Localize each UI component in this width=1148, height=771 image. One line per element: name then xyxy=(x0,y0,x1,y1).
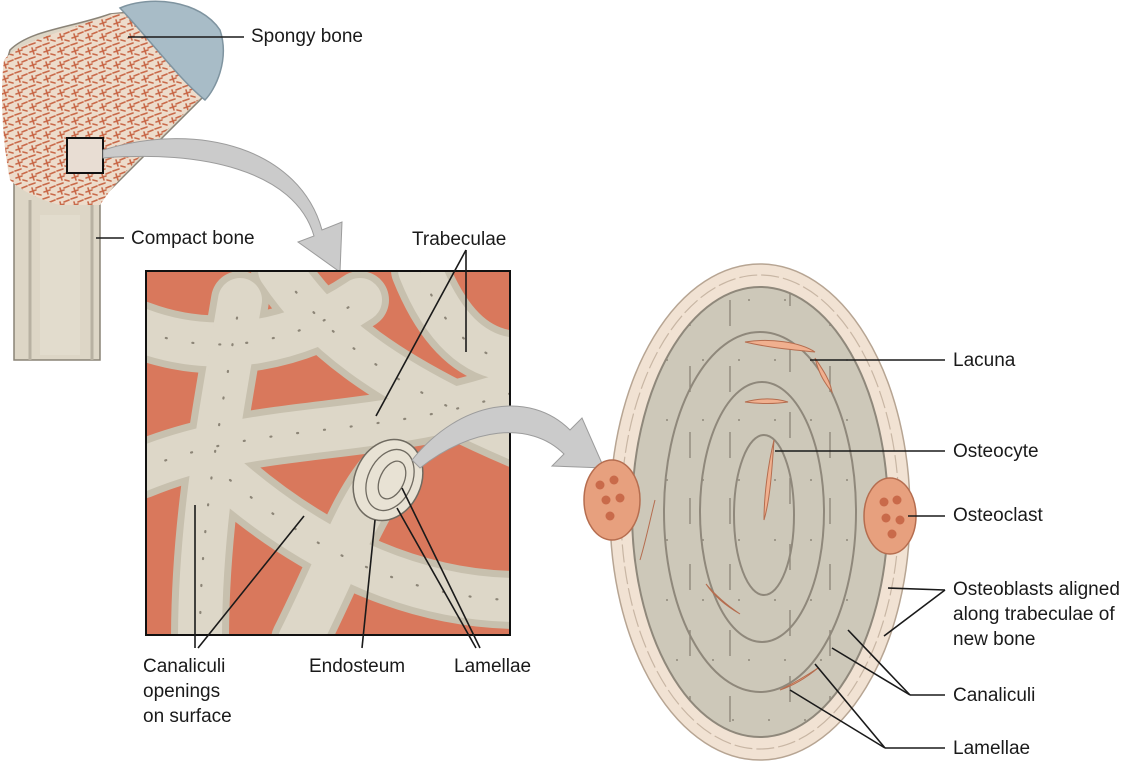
label-osteoblasts: Osteoblasts aligned along trabeculae of … xyxy=(953,579,1120,650)
label-trabeculae: Trabeculae xyxy=(412,229,507,250)
label-lamellae-right: Lamellae xyxy=(953,738,1031,759)
label-lamellae-left: Lamellae xyxy=(454,656,532,677)
label-lacuna: Lacuna xyxy=(953,350,1016,371)
leader-lines xyxy=(96,36,946,749)
label-compact-bone: Compact bone xyxy=(131,228,255,249)
trabecula-detail xyxy=(583,263,917,761)
trabecula-cross-section xyxy=(352,438,424,522)
label-osteocyte: Osteocyte xyxy=(953,441,1039,462)
label-endosteum: Endosteum xyxy=(309,656,406,677)
label-osteoclast: Osteoclast xyxy=(953,505,1043,526)
osteoclast-left xyxy=(583,459,641,541)
femur-section xyxy=(2,0,225,361)
trabeculae-panel xyxy=(145,270,511,636)
label-spongy-bone: Spongy bone xyxy=(251,26,363,47)
label-canaliculi: Canaliculi xyxy=(953,685,1036,706)
label-canaliculi-openings: Canaliculi openings on surface xyxy=(143,656,232,727)
zoom-arrow xyxy=(102,138,343,273)
osteoclast-right xyxy=(863,477,917,555)
zoom-box xyxy=(66,137,104,174)
